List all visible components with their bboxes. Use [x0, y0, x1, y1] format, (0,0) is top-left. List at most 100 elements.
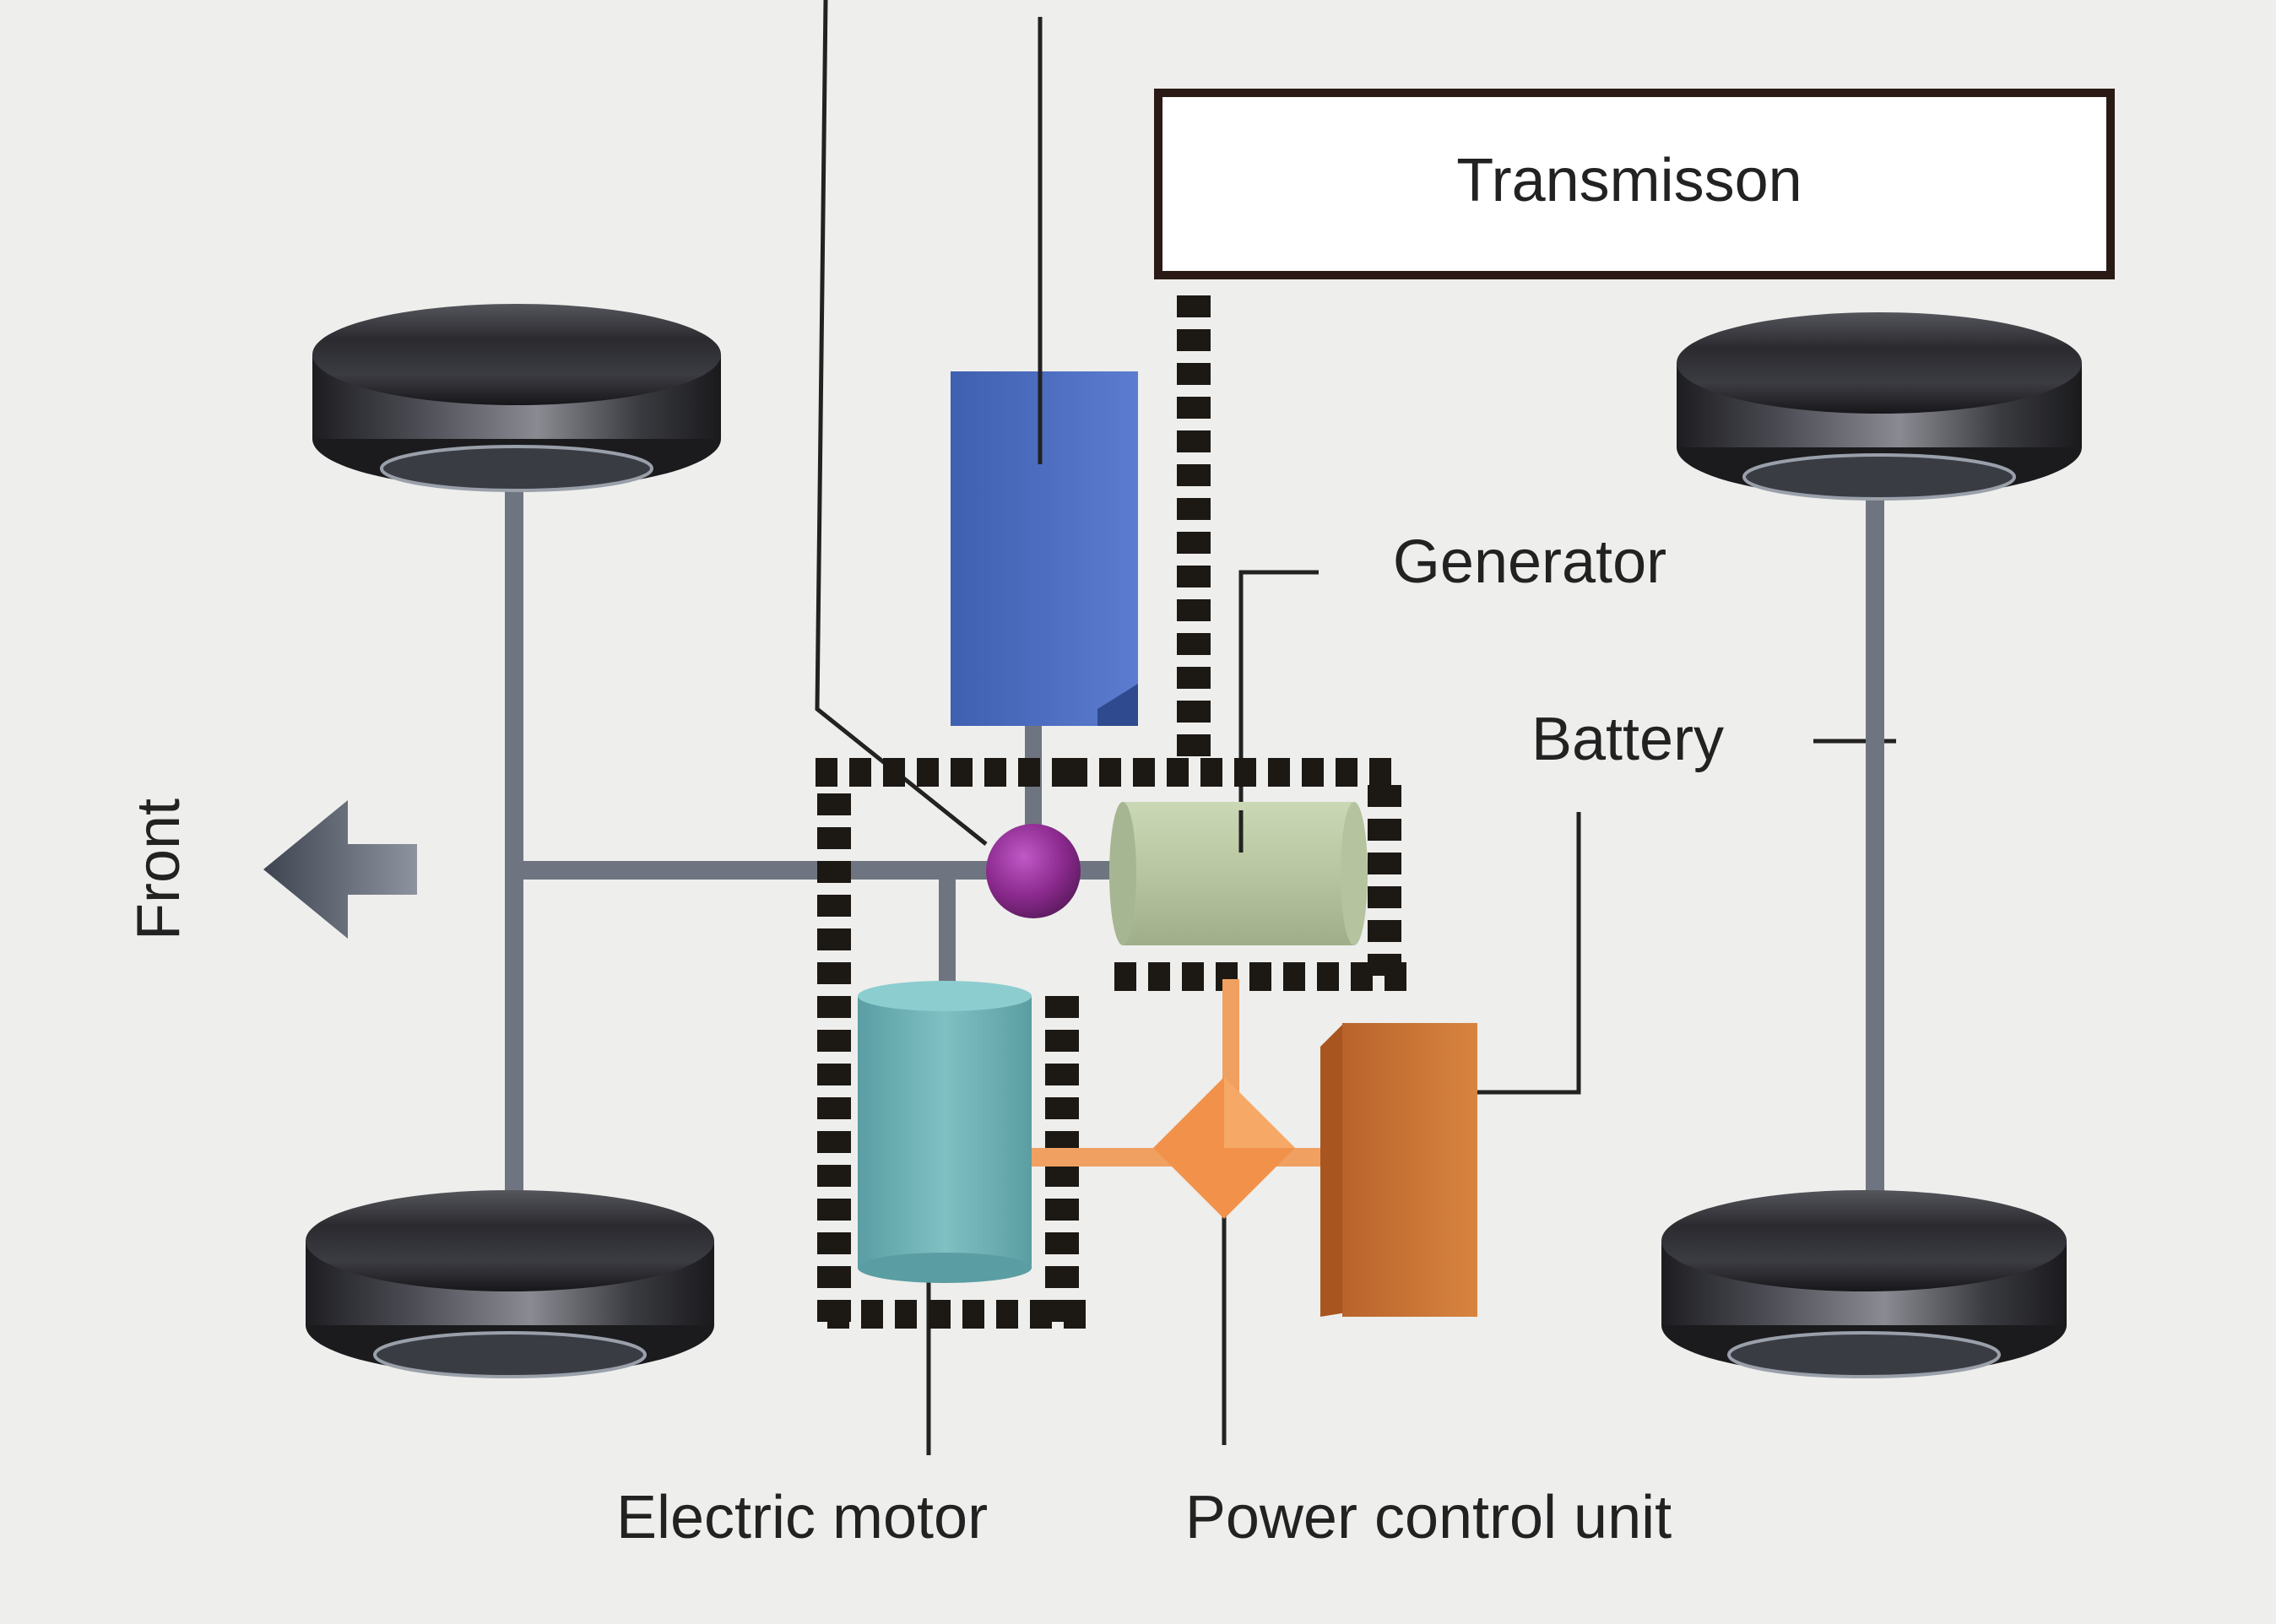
path-dot [817, 1199, 851, 1221]
path-dot [1182, 962, 1204, 991]
front-axle [505, 456, 523, 1215]
path-dot [1368, 819, 1401, 841]
path-dot [1045, 1266, 1079, 1288]
axles [505, 456, 1884, 1215]
path-dot [1030, 1300, 1052, 1329]
path-dot [1283, 962, 1305, 991]
path-dot [817, 928, 851, 950]
path-dot [1177, 734, 1211, 756]
path-dot [1045, 996, 1079, 1018]
path-dot [1064, 1300, 1086, 1329]
path-dot [1045, 1199, 1079, 1221]
path-dot [1177, 633, 1211, 655]
path-dot [1018, 758, 1040, 787]
path-dot [1317, 962, 1339, 991]
battery-unit [1320, 1023, 1477, 1317]
tire-rear-right [1661, 1190, 2067, 1378]
transmission-label: Transmisson [1456, 147, 1802, 214]
path-dot [817, 1097, 851, 1119]
generator-label: Generator [1393, 528, 1666, 596]
path-dot [1177, 498, 1211, 520]
dotted-path-vertical-engine [1177, 295, 1211, 756]
path-dot [962, 1300, 984, 1329]
electric-motor-label: Electric motor [616, 1484, 988, 1551]
path-dot [817, 827, 851, 849]
tire-front-right [1677, 312, 2082, 501]
path-dot [1114, 962, 1136, 991]
path-dot [1368, 920, 1401, 942]
battery-leader-line [1477, 812, 1581, 1095]
path-dot [1268, 758, 1290, 787]
tire-rear-left [306, 1190, 714, 1378]
path-dot [883, 758, 905, 787]
path-dot [895, 1300, 917, 1329]
path-dot [1302, 758, 1324, 787]
path-dot [1177, 667, 1211, 689]
battery-label: Battery [1531, 706, 1724, 773]
path-dot [817, 1232, 851, 1254]
path-dot [816, 758, 837, 787]
path-dot [1177, 363, 1211, 385]
path-dot [1336, 758, 1357, 787]
path-dot [1368, 853, 1401, 874]
path-dot [996, 1300, 1018, 1329]
drive-shaft [515, 861, 1030, 880]
path-dot [817, 793, 851, 815]
path-dot [1177, 295, 1211, 317]
power-control-unit [1153, 1077, 1295, 1219]
path-dot [1045, 1030, 1079, 1052]
path-dot [917, 758, 939, 787]
power-control-unit-label: Power control unit [1185, 1484, 1672, 1551]
path-dot [817, 996, 851, 1018]
path-dot [1368, 886, 1401, 908]
power-split-device [986, 824, 1081, 918]
path-dot [1045, 1097, 1079, 1119]
path-dot [1177, 464, 1211, 486]
path-dot [1177, 329, 1211, 351]
path-dot [1369, 758, 1391, 787]
engine-block [951, 371, 1138, 726]
path-dot [1045, 1064, 1079, 1085]
path-dot [827, 1300, 849, 1329]
path-dot [1045, 1232, 1079, 1254]
path-dot [1234, 758, 1256, 787]
path-dot [1133, 758, 1155, 787]
generator-leader-line [1238, 570, 1319, 836]
path-dot [1368, 954, 1401, 976]
dotted-path-motor-box [816, 758, 1086, 1329]
path-dot [1177, 599, 1211, 621]
path-dot [1200, 758, 1222, 787]
motor-shaft [939, 869, 956, 996]
electric-motor-unit [858, 981, 1032, 1283]
path-dot [849, 758, 871, 787]
path-dot [1148, 962, 1170, 991]
path-dot [1249, 962, 1271, 991]
path-dot [1177, 532, 1211, 554]
power-split-leader-line [815, 0, 988, 846]
path-dot [817, 962, 851, 984]
generator-unit [1109, 802, 1368, 945]
path-dot [1177, 701, 1211, 723]
path-dot [817, 1266, 851, 1288]
path-dot [1167, 758, 1189, 787]
path-dot [1052, 758, 1074, 787]
front-arrow-icon [263, 800, 417, 939]
path-dot [1177, 397, 1211, 419]
path-dot [817, 1131, 851, 1153]
path-dot [817, 1165, 851, 1187]
path-dot [817, 861, 851, 883]
rear-axle [1866, 456, 1884, 1215]
path-dot [1368, 785, 1401, 807]
path-dot [817, 1030, 851, 1052]
path-dot [861, 1300, 883, 1329]
path-dot [984, 758, 1006, 787]
path-dot [929, 1300, 951, 1329]
dotted-path-generator-box [1065, 758, 1406, 991]
path-dot [951, 758, 973, 787]
path-dot [817, 1064, 851, 1085]
path-dot [1099, 758, 1121, 787]
transmission-box: Transmisson [1154, 89, 2115, 279]
path-dot [1045, 1165, 1079, 1187]
